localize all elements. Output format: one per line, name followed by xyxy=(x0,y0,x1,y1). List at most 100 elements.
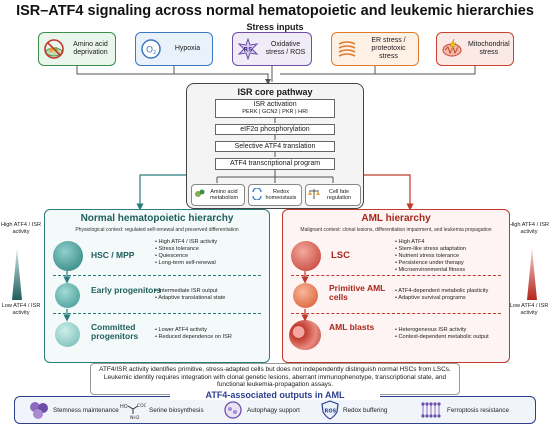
stress-input-label: ER stress / proteotoxic stress xyxy=(371,37,406,60)
aml-stage-bullets: ATF4-dependent metabolic plasticity Adap… xyxy=(395,288,488,302)
balance-icon xyxy=(308,188,320,203)
svg-text:RS: RS xyxy=(244,47,253,54)
aml-stage-label: LSC xyxy=(331,250,350,261)
bullet: Lower ATF4 activity xyxy=(155,327,232,334)
stage-divider xyxy=(291,313,501,314)
stress-input-label: Amino acid deprivation xyxy=(73,41,108,56)
aml-output-stemness: Stemness maintenance xyxy=(28,399,119,423)
primitive-aml-cell-icon xyxy=(293,283,318,308)
side-label-low-left: Low ATF4 / ISR activity xyxy=(1,303,41,316)
stage-divider xyxy=(291,275,501,276)
bullet: Intermediate ISR output xyxy=(155,288,225,295)
bullet: Adaptive translational state xyxy=(155,295,225,302)
ros-icon: RS xyxy=(237,38,259,60)
side-label-high-left: High ATF4 / ISR activity xyxy=(1,222,41,235)
core-step: eIF2α phosphorylation xyxy=(215,124,335,135)
stress-input-mitochondrial: Mitochondrial stress xyxy=(436,32,514,66)
output-label: Stemness maintenance xyxy=(53,407,119,415)
aml-stage-label: Primitive AML cells xyxy=(329,283,386,302)
core-output-label: Cell fate regulation xyxy=(326,188,352,202)
enzyme-icon xyxy=(194,188,206,203)
aml-blasts-cell-icon xyxy=(289,320,321,350)
normal-hierarchy-panel: Normal hematopoietic hierarchy Physiolog… xyxy=(44,209,270,363)
ros-shield-icon: ROS xyxy=(320,400,340,423)
stage-divider xyxy=(53,313,261,314)
normal-panel-title: Normal hematopoietic hierarchy xyxy=(80,213,234,224)
bullet: Stress tolerance xyxy=(155,246,217,253)
bullet: Quiescence xyxy=(155,253,217,260)
bullet: Reduced dependence on ISR xyxy=(155,334,232,341)
core-arrows xyxy=(216,118,334,183)
core-output-redox: Redox homeostasis xyxy=(248,184,302,206)
hsc-cell-icon xyxy=(53,241,83,271)
normal-stage-label: Committed progenitors xyxy=(91,322,139,341)
er-icon xyxy=(336,38,358,60)
bullet: ATF4-dependent metabolic plasticity xyxy=(395,288,488,295)
core-output-label: Amino acid metabolism xyxy=(209,188,239,202)
svg-text:HO: HO xyxy=(120,404,128,410)
bullet: Persistence under therapy xyxy=(395,260,466,267)
stress-inputs-title: Stress inputs xyxy=(246,22,304,32)
early-progenitor-cell-icon xyxy=(55,283,80,308)
side-label-high-right: High ATF4 / ISR activity xyxy=(509,222,549,235)
normal-panel-subtitle: Physiological context: regulated self-re… xyxy=(75,227,239,233)
bullet: Microenvironmental fitness xyxy=(395,267,466,274)
normal-stage-label: Early progenitors xyxy=(91,286,161,295)
cells-icon xyxy=(28,400,50,423)
svg-text:NH2: NH2 xyxy=(130,415,140,420)
isr-activation-box: ISR activation PERK | GCN2 | PKR | HRI xyxy=(215,99,335,118)
redox-icon xyxy=(251,187,263,203)
bullet: High ATF4 / ISR activity xyxy=(155,239,218,246)
aml-output-redox: ROS Redox buffering xyxy=(320,399,387,423)
bullet: High ATF4 xyxy=(395,239,466,246)
aml-stage-bullets: High ATF4 Stem-like stress adaptation Nu… xyxy=(395,239,466,274)
serine-icon: HOCOOHNH2 xyxy=(120,400,151,423)
aml-outputs-title: ATF4-associated outputs in AML xyxy=(170,390,380,400)
stage-divider xyxy=(53,275,261,276)
normal-stage-bullets: Lower ATF4 activity Reduced dependence o… xyxy=(155,327,232,341)
aml-output-autophagy: Autophagy support xyxy=(222,399,300,423)
bullet: Adaptive survival programs xyxy=(395,295,488,302)
side-label-low-right: Low ATF4 / ISR activity xyxy=(509,303,549,316)
interpretation-note: ATF4/ISR activity identifies primitive, … xyxy=(90,363,460,395)
aml-output-ferroptosis: Ferroptosis resistance xyxy=(420,399,509,423)
stress-input-er: ER stress / proteotoxic stress xyxy=(331,32,419,66)
bullet: Heterogeneous ISR activity xyxy=(395,327,489,334)
stage-text: Early progenitors xyxy=(91,285,162,295)
stress-input-label: Mitochondrial stress xyxy=(468,41,510,56)
figure-title: ISR–ATF4 signaling across normal hematop… xyxy=(16,3,534,19)
core-output-label: Redox homeostasis xyxy=(265,188,297,202)
isr-core-pathway: ISR core pathway ISR activation PERK | G… xyxy=(186,83,364,209)
aml-stage-label: AML blasts xyxy=(329,322,375,332)
output-label: Redox buffering xyxy=(343,407,388,415)
svg-text:2: 2 xyxy=(153,50,156,56)
aml-hierarchy-panel: AML hierarchy Malignant context: clonal … xyxy=(282,209,510,363)
aml-panel-subtitle: Malignant context: clonal lesions, diffe… xyxy=(300,227,492,233)
core-output-cell-fate: Cell fate regulation xyxy=(305,184,361,206)
core-step: Selective ATF4 translation xyxy=(215,141,335,152)
isr-kinases: PERK | GCN2 | PKR | HRI xyxy=(242,109,308,115)
aml-outputs-panel xyxy=(14,396,536,424)
membrane-icon xyxy=(420,400,444,423)
stress-input-amino-acid: Amino acid deprivation xyxy=(38,32,116,66)
isr-activation-label: ISR activation xyxy=(253,101,297,108)
stress-input-label: Hypoxia xyxy=(174,45,201,52)
aml-panel-title: AML hierarchy xyxy=(361,213,431,224)
stress-input-label: Oxidative stress / ROS xyxy=(265,41,306,56)
normal-stage-bullets: Intermediate ISR output Adaptive transla… xyxy=(155,288,225,302)
committed-progenitor-cell-icon xyxy=(55,322,80,347)
autophagy-icon xyxy=(222,400,244,423)
svg-text:O: O xyxy=(146,46,153,56)
bullet: Context-dependent metabolic output xyxy=(395,334,489,341)
mitochondria-icon xyxy=(441,38,463,60)
core-step: ATF4 transcriptional program xyxy=(215,158,335,170)
normal-stage-label: HSC / MPP xyxy=(91,250,135,260)
aml-output-serine: HOCOOHNH2 Serine biosynthesis xyxy=(120,399,204,423)
aml-stage-bullets: Heterogeneous ISR activity Context-depen… xyxy=(395,327,489,341)
stress-input-oxidative: RS Oxidative stress / ROS xyxy=(232,32,312,66)
bullet: Nutrient stress tolerance xyxy=(395,253,466,260)
